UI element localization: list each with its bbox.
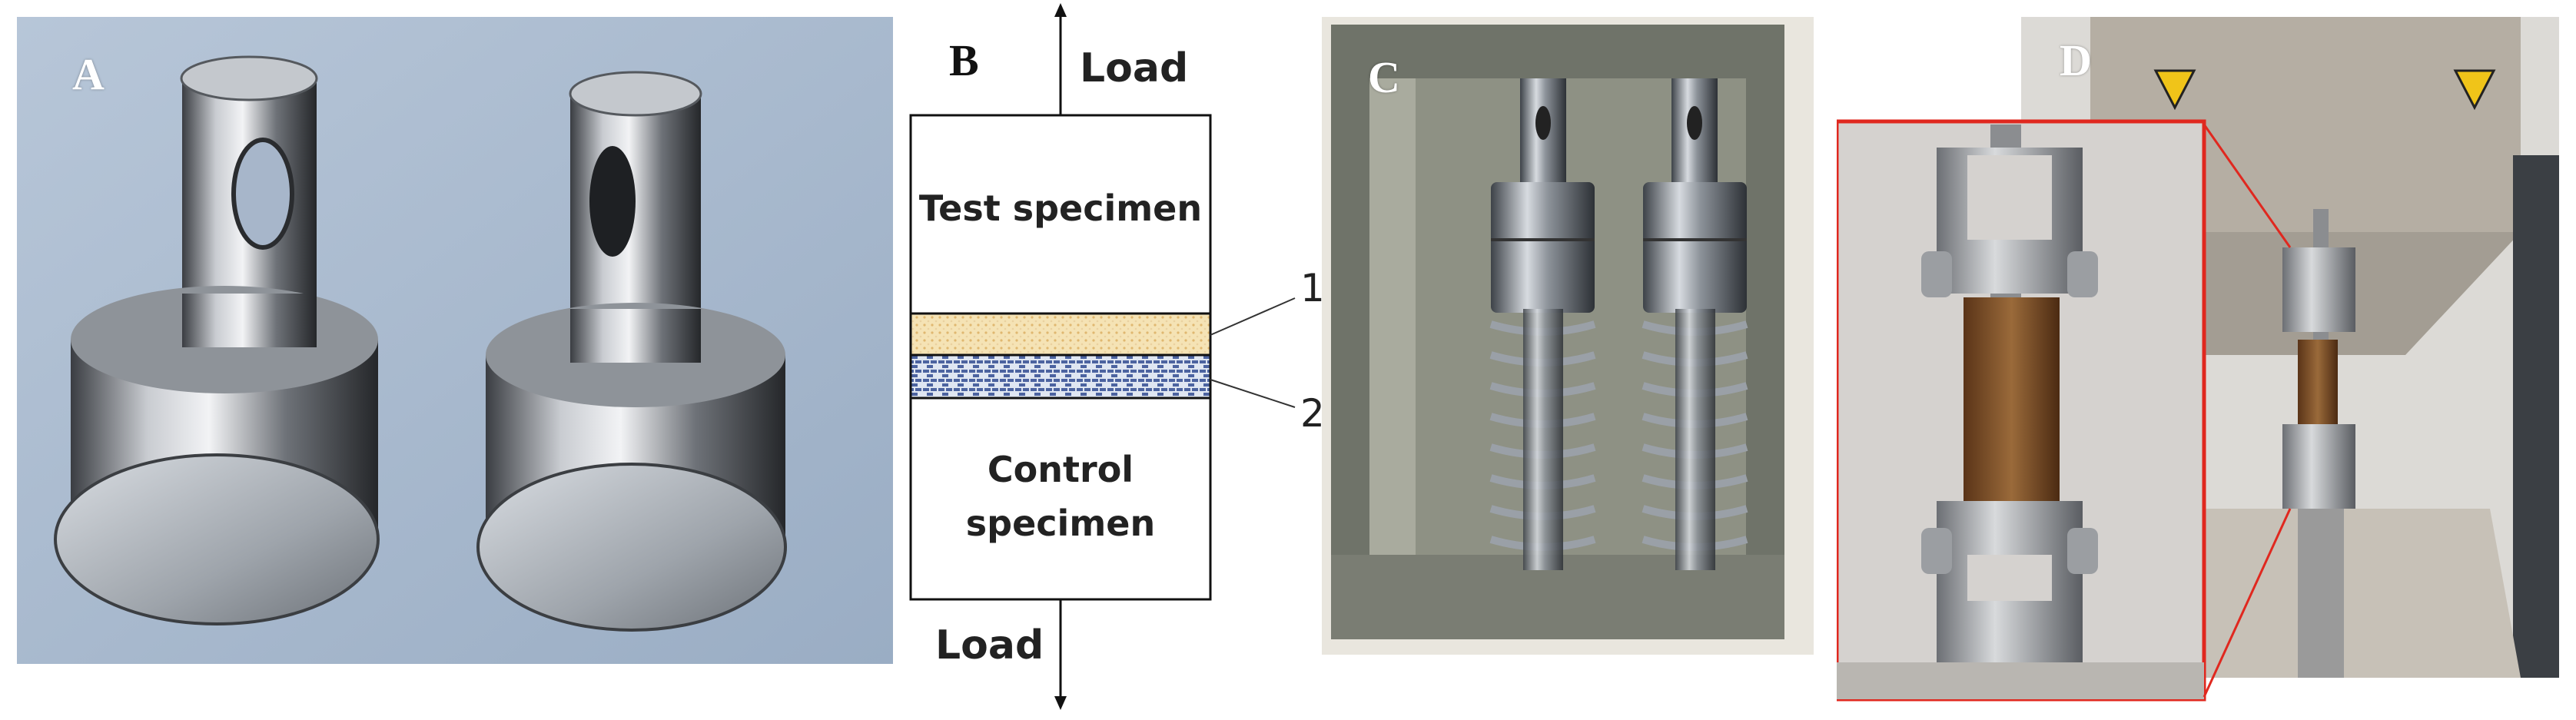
panel-a-photo	[17, 17, 893, 664]
panel-letter-a: A	[72, 49, 105, 99]
callout-2-line	[1210, 379, 1296, 408]
panel-d: D	[1837, 17, 2559, 705]
panel-a: A	[17, 17, 893, 664]
panel-d-photo	[1837, 17, 2559, 702]
panel-letter-b: B	[949, 35, 979, 85]
bottom-load-label: Load	[935, 622, 1044, 669]
panel-c-photo	[1322, 17, 1814, 655]
warning-sign-left	[2153, 69, 2196, 111]
zoom-connector-top	[2203, 124, 2292, 248]
layer-2	[909, 353, 1212, 400]
test-specimen-block	[909, 114, 1212, 315]
specimen-left	[54, 55, 380, 625]
specimen-rusted	[1964, 297, 2060, 505]
callout-2-label: 2	[1300, 391, 1325, 436]
layer-1	[909, 312, 1212, 357]
warning-sign-right	[2453, 69, 2496, 111]
schematic-diagram: Load Test specimen Control specimen Load…	[909, 3, 1325, 710]
callout-1-line	[1210, 297, 1296, 336]
control-specimen-block	[909, 396, 1212, 601]
panel-letter-c: C	[1368, 52, 1400, 102]
panel-letter-d: D	[2060, 35, 2092, 85]
panel-c: C	[1322, 17, 1814, 655]
spring-assembly-right	[1642, 78, 1748, 570]
top-load-label: Load	[1080, 45, 1188, 91]
specimen-right	[476, 71, 787, 632]
control-specimen-label-1: Control	[988, 449, 1134, 490]
spring-assembly-left	[1489, 78, 1596, 570]
panel-b: Load Test specimen Control specimen Load…	[907, 0, 1337, 720]
control-specimen-label-2: specimen	[966, 503, 1155, 544]
test-specimen-label: Test specimen	[919, 187, 1202, 229]
zoom-connector-bottom	[2203, 508, 2292, 698]
callout-1-label: 1	[1300, 266, 1325, 310]
